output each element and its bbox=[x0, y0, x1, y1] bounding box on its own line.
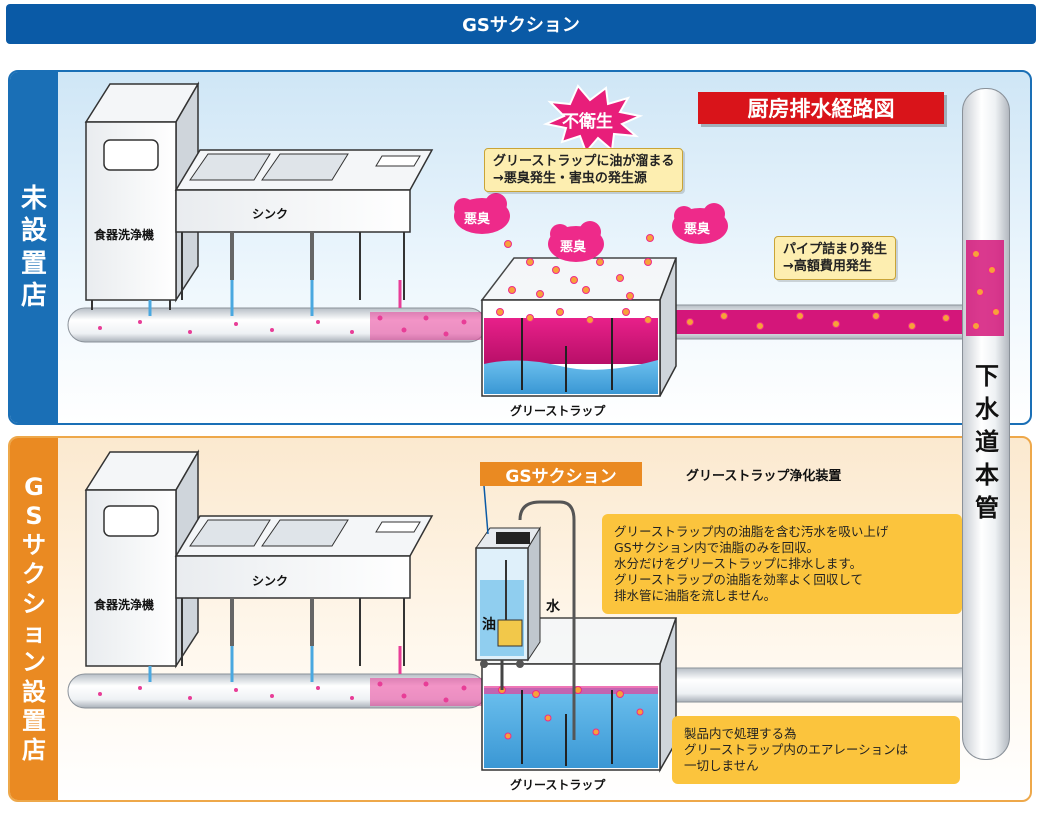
device-caption: グリーストラップ浄化装置 bbox=[686, 469, 842, 484]
side-char: 設 bbox=[20, 216, 47, 246]
note-line: グリーストラップの油脂を効率よく回収して bbox=[614, 572, 864, 587]
side-char: ョ bbox=[22, 619, 46, 647]
note-line: 水分だけをグリーストラップに排水します。 bbox=[614, 556, 863, 571]
oil-label: 油 bbox=[482, 617, 496, 633]
note-line: グリーストラップに油が溜まる bbox=[493, 154, 675, 169]
grease-trap-label: グリーストラップ bbox=[510, 404, 606, 418]
diagram-title: 厨房排水経路図 bbox=[698, 92, 944, 124]
note-line: →高額費用発生 bbox=[783, 259, 872, 274]
dishwasher-label: 食器洗浄機 bbox=[94, 228, 155, 242]
side-label-without-device: 未 設 置 店 bbox=[10, 72, 58, 423]
side-char: 置 bbox=[20, 248, 47, 279]
sink-label: シンク bbox=[252, 207, 289, 221]
note-line: パイプ詰まり発生 bbox=[783, 242, 888, 257]
pipe-dots bbox=[98, 315, 467, 337]
smell-label: 悪臭 bbox=[560, 240, 587, 255]
aeration-note: 製品内で処理する為 グリーストラップ内のエアレーションは 一切しません bbox=[672, 716, 960, 784]
dishwasher-machine bbox=[84, 81, 200, 310]
bottom-scene bbox=[67, 449, 965, 773]
water-label: 水 bbox=[546, 599, 560, 615]
note-line: →悪臭発生・害虫の発生源 bbox=[493, 171, 647, 186]
note-line: 製品内で処理する為 bbox=[684, 726, 797, 741]
page-title: GSサクション bbox=[462, 15, 580, 36]
burst-label: 不衛生 bbox=[562, 112, 613, 132]
water-streams bbox=[148, 646, 402, 682]
sewer-char: 管 bbox=[975, 494, 999, 522]
gs-suction-badge: GSサクション bbox=[480, 462, 642, 487]
water-streams bbox=[148, 280, 402, 316]
side-char: ン bbox=[22, 648, 46, 677]
sewer-char: 道 bbox=[975, 428, 999, 456]
side-char: 置 bbox=[22, 706, 46, 735]
top-scene bbox=[67, 81, 998, 397]
sewer-char: 本 bbox=[975, 461, 999, 489]
oil-accumulation-note: グリーストラップに油が溜まる →悪臭発生・害虫の発生源 bbox=[484, 148, 684, 192]
side-char: 店 bbox=[20, 281, 47, 311]
side-char: 設 bbox=[22, 677, 46, 706]
side-label-with-device: G S サ ク シ ョ ン 設 置 店 bbox=[10, 438, 58, 800]
side-char: S bbox=[25, 501, 43, 530]
note-line: グリーストラップ内の油脂を含む汚水を吸い上げ bbox=[614, 524, 889, 539]
sink-unit bbox=[174, 515, 434, 666]
dishwasher-machine bbox=[84, 449, 200, 669]
sink-label: シンク bbox=[252, 574, 289, 588]
side-char: G bbox=[24, 472, 44, 501]
gs-suction-device bbox=[475, 500, 576, 740]
dishwasher-label: 食器洗浄機 bbox=[94, 598, 155, 612]
sewer-char: 水 bbox=[975, 395, 999, 423]
page-header: GSサクション bbox=[6, 4, 1036, 44]
pipe-dots bbox=[98, 681, 467, 703]
grease-particles bbox=[498, 686, 644, 740]
side-char: サ bbox=[22, 531, 46, 560]
side-char: ク bbox=[22, 560, 46, 589]
note-line: グリーストラップ内のエアレーションは bbox=[684, 742, 909, 757]
grease-trap-label: グリーストラップ bbox=[510, 778, 606, 792]
grease-trap-dirty bbox=[480, 257, 678, 397]
sewer-main-pipe bbox=[962, 88, 1010, 760]
smell-clouds bbox=[454, 193, 728, 262]
note-line: 排水管に油脂を流しません。 bbox=[614, 588, 777, 603]
side-char: 未 bbox=[20, 183, 47, 214]
smell-label: 悪臭 bbox=[464, 212, 491, 227]
sink-unit bbox=[174, 149, 434, 300]
side-char: 店 bbox=[22, 736, 46, 765]
device-description-note: グリーストラップ内の油脂を含む汚水を吸い上げ GSサクション内で油脂のみを回収。… bbox=[602, 514, 962, 614]
side-char: シ bbox=[22, 589, 46, 618]
sewer-main-label: 下 水 道 本 管 bbox=[972, 360, 1002, 525]
note-line: GSサクション内で油脂のみを回収。 bbox=[614, 540, 820, 555]
sewer-char: 下 bbox=[975, 362, 999, 390]
pipe-clog-note: パイプ詰まり発生 →高額費用発生 bbox=[774, 236, 897, 280]
note-line: 一切しません bbox=[684, 758, 759, 773]
outlet-pipe-clean bbox=[663, 667, 965, 703]
smell-label: 悪臭 bbox=[684, 222, 711, 237]
